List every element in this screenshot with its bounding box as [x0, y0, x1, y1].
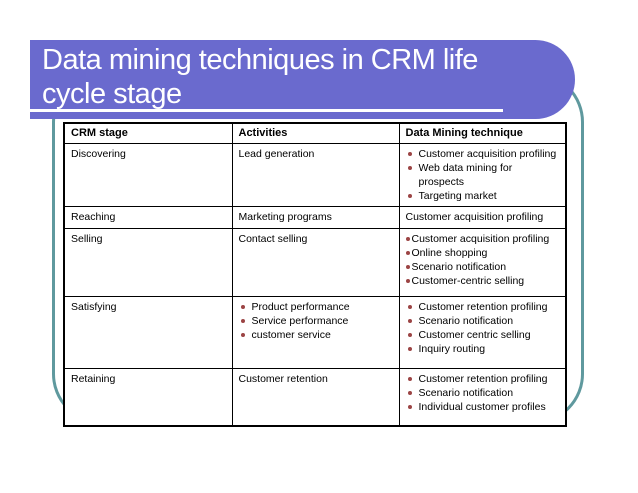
bullet-icon [407, 347, 412, 351]
table-cell: Reaching [63, 206, 233, 229]
bullet-item: Product performance [239, 300, 393, 314]
table-cell: Selling [63, 228, 233, 297]
table-cell: Contact selling [231, 228, 400, 297]
bullet-item: Scenario notification [406, 314, 560, 328]
bullet-text: Scenario notification [418, 315, 514, 327]
bullet-item: Customer-centric selling [405, 274, 560, 288]
bullet-icon [405, 279, 410, 283]
bullet-text: Customer acquisition profiling [418, 148, 557, 160]
bullet-text: Service performance [251, 315, 349, 327]
bullet-item: Targeting market [406, 189, 560, 203]
bullet-icon [407, 391, 412, 395]
bullet-icon [407, 194, 412, 198]
title-underline [23, 109, 503, 112]
bullet-icon [240, 333, 245, 337]
bullet-text: Individual customer profiles [418, 401, 546, 413]
bullet-icon [405, 237, 410, 241]
bullet-item: Service performance [239, 314, 393, 328]
bullet-icon [407, 152, 412, 156]
bullet-icon [407, 166, 412, 170]
bullet-item: Scenario notification [406, 386, 560, 400]
bullet-text: Web data mining for prospects [418, 162, 513, 188]
table-cell: Customer acquisition profiling [398, 206, 567, 229]
bullet-icon [405, 265, 410, 269]
bullet-text: customer service [251, 329, 331, 341]
bullet-item: Customer centric selling [406, 328, 560, 342]
bullet-text: Targeting market [418, 190, 497, 202]
column-header-activities: Activities [231, 122, 400, 144]
bullet-text: Customer retention profiling [418, 373, 548, 385]
bullet-item: Individual customer profiles [406, 400, 560, 414]
table-cell: Satisfying [63, 296, 233, 369]
bullet-text: Online shopping [411, 247, 488, 259]
bullet-item: Scenario notification [405, 260, 560, 274]
table-cell: Retaining [63, 368, 233, 426]
bullet-icon [407, 333, 412, 337]
bullet-item: customer service [239, 328, 393, 342]
slide-title: Data mining techniques in CRM life cycle… [30, 40, 575, 111]
bullet-item: Online shopping [405, 246, 560, 260]
table-cell: Discovering [63, 143, 233, 207]
column-header-data-mining-technique: Data Mining technique [398, 122, 567, 144]
table-cell: Customer retention [231, 368, 400, 426]
bullet-icon [240, 319, 245, 323]
bullet-text: Customer retention profiling [418, 301, 548, 313]
bullet-item: Customer retention profiling [406, 300, 560, 314]
bullet-text: Product performance [251, 301, 350, 313]
bullet-text: Scenario notification [411, 261, 507, 273]
slide-title-line-1: Data mining techniques in CRM life [42, 44, 478, 76]
bullet-icon [405, 251, 410, 255]
bullet-icon [240, 305, 245, 309]
bullet-text: Customer acquisition profiling [411, 233, 550, 245]
bullet-text: Customer centric selling [418, 329, 531, 341]
bullet-icon [407, 319, 412, 323]
bullet-text: Scenario notification [418, 387, 514, 399]
title-banner: Data mining techniques in CRM life cycle… [23, 40, 575, 119]
bullet-text: Customer-centric selling [411, 275, 525, 287]
bullet-icon [407, 405, 412, 409]
table-cell: Marketing programs [231, 206, 400, 229]
table-cell: Lead generation [231, 143, 400, 207]
bullet-icon [407, 377, 412, 381]
bullet-item: Inquiry routing [406, 342, 560, 356]
bullet-item: Customer retention profiling [406, 372, 560, 386]
slide-title-line-2: cycle stage [42, 78, 182, 110]
bullet-item: Customer acquisition profiling [406, 147, 560, 161]
bullet-text: Inquiry routing [418, 343, 486, 355]
bullet-item: Customer acquisition profiling [405, 232, 560, 246]
header-row: CRM stage Activities Data Mining techniq… [63, 122, 567, 144]
crm-table-header: CRM stage Activities Data Mining techniq… [63, 122, 567, 144]
column-header-crm-stage: CRM stage [63, 122, 233, 144]
crm-table: CRM stage Activities Data Mining techniq… [63, 122, 567, 427]
bullet-icon [407, 305, 412, 309]
bullet-item: Web data mining for prospects [406, 161, 560, 189]
